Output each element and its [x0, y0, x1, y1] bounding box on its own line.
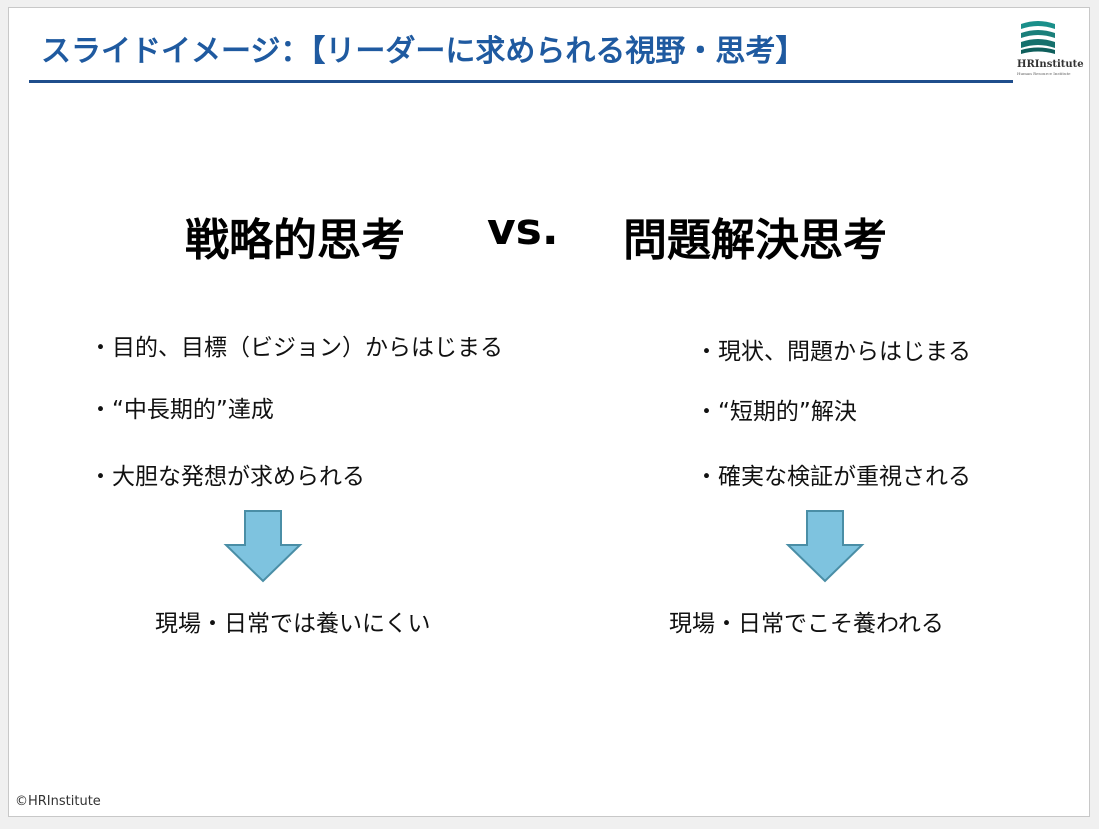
logo-text: HRInstitute	[1017, 59, 1084, 70]
hrinstitute-logo: HRInstitute Human Resource Institute	[1017, 20, 1084, 82]
copyright: ©HRInstitute	[15, 794, 101, 809]
logo-subtext: Human Resource Institute	[1017, 71, 1071, 76]
left-down-arrow-icon	[223, 510, 303, 583]
right-bullet-3: ・確実な検証が重視される	[695, 464, 971, 490]
left-bullet-3: ・大胆な発想が求められる	[89, 464, 365, 490]
left-bullet-2: ・“中長期的”達成	[89, 397, 274, 423]
logo-mark-icon	[1021, 21, 1055, 54]
left-bullet-1: ・目的、目標（ビジョン）からはじまる	[89, 335, 503, 361]
heading-strategic-thinking: 戦略的思考	[185, 215, 405, 266]
right-bullet-2: ・“短期的”解決	[695, 399, 857, 425]
right-bullet-1: ・現状、問題からはじまる	[695, 339, 971, 365]
right-down-arrow-icon	[785, 510, 865, 583]
title-underline	[29, 80, 1013, 83]
slide: スライドイメージ：【リーダーに求められる視野・思考】 HRInstitute H…	[8, 7, 1090, 817]
heading-problem-solving: 問題解決思考	[623, 215, 887, 266]
left-result: 現場・日常では養いにくい	[155, 611, 431, 637]
slide-title: スライドイメージ：【リーダーに求められる視野・思考】	[41, 34, 806, 69]
heading-vs: vs.	[487, 204, 559, 255]
right-result: 現場・日常でこそ養われる	[669, 611, 944, 637]
